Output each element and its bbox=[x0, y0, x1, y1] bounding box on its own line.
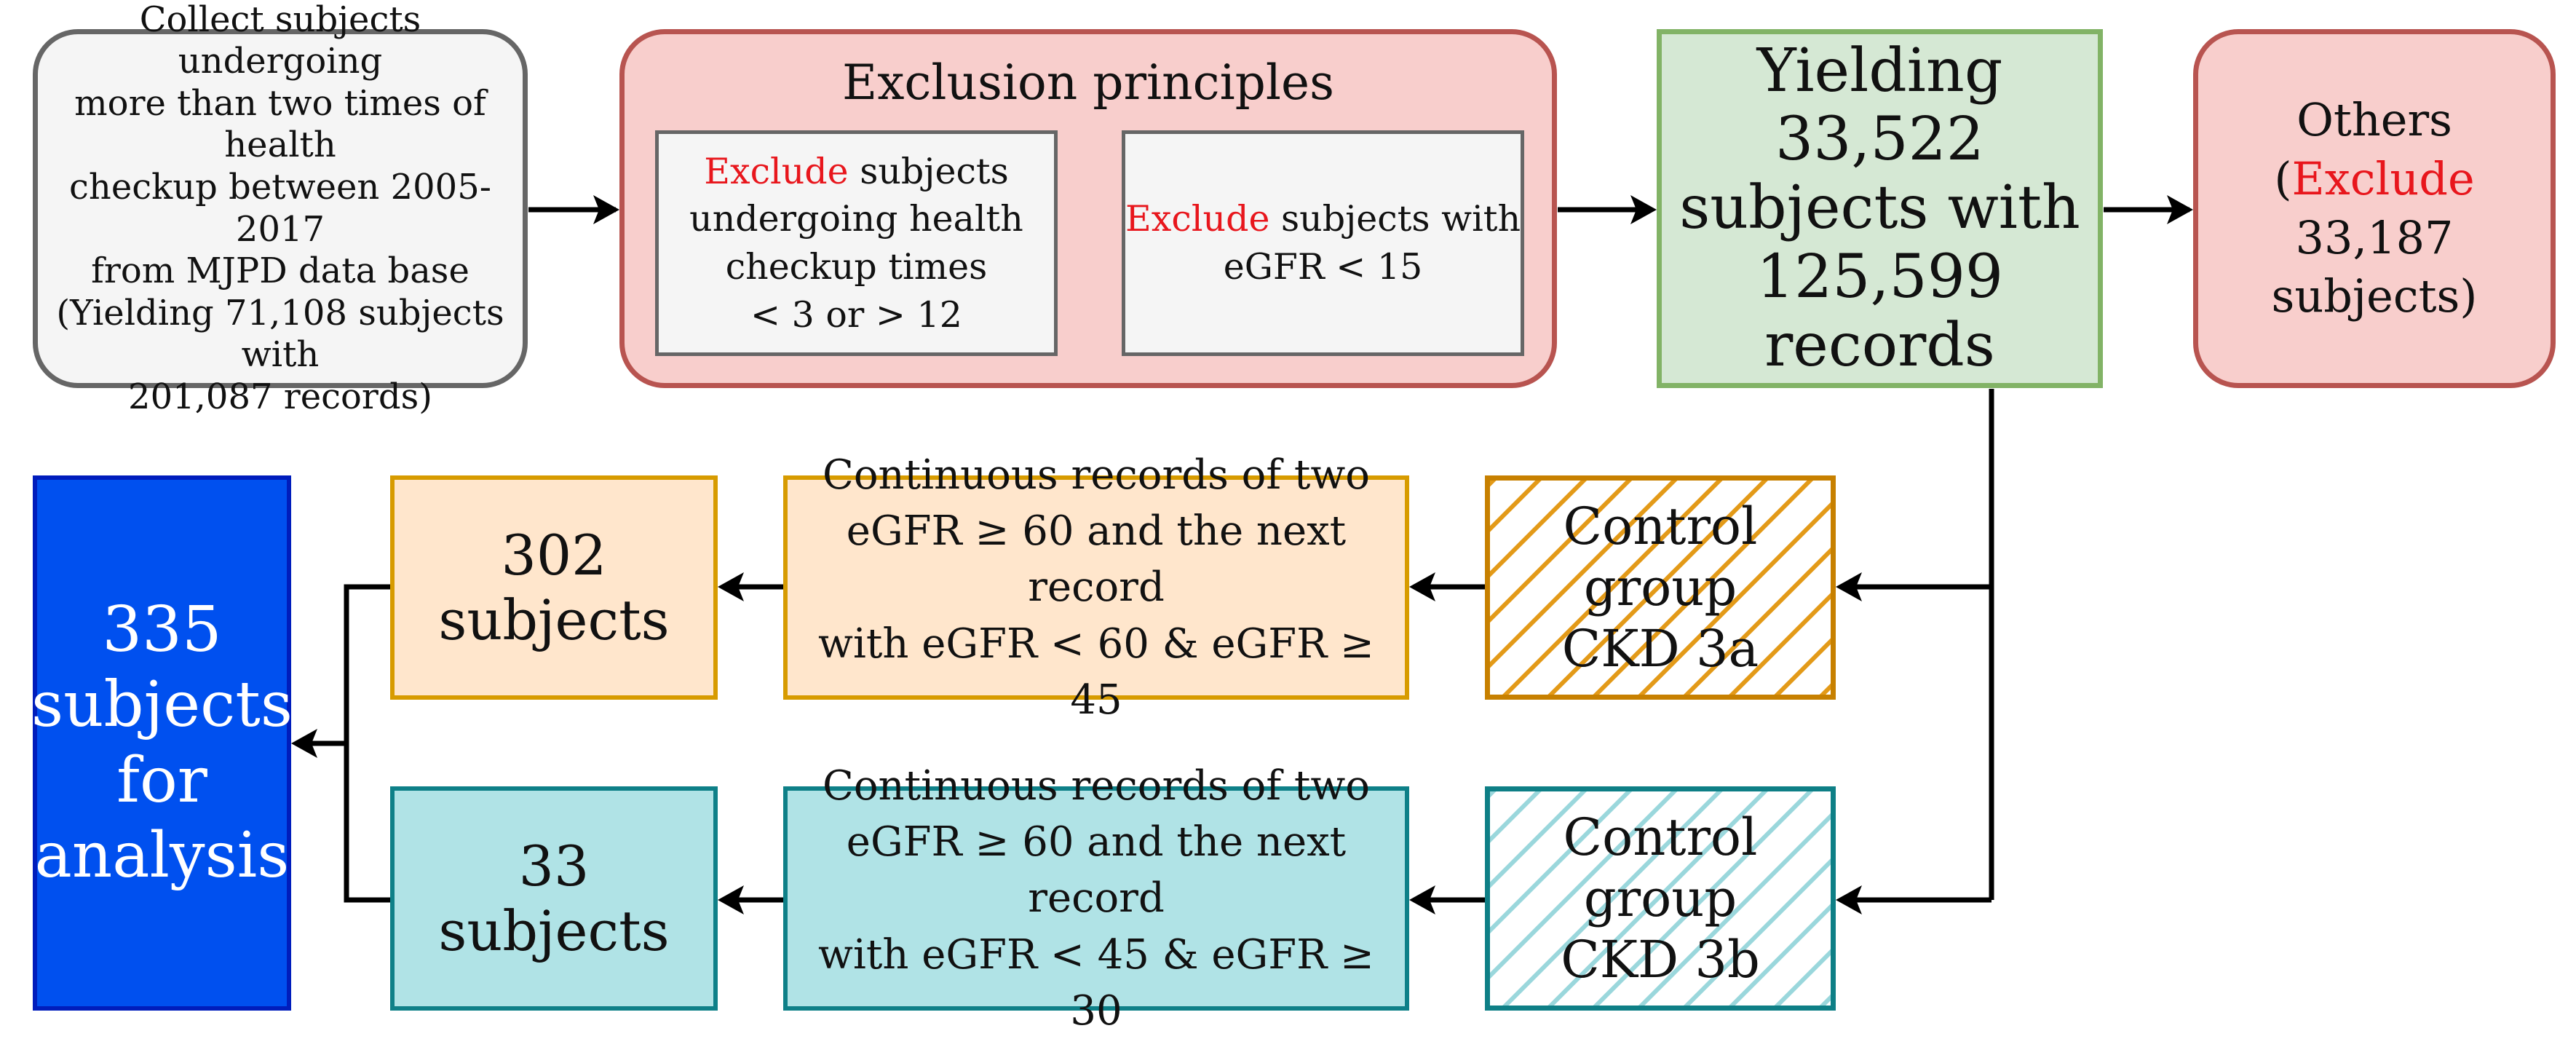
exclude-keyword: Exclude bbox=[704, 150, 849, 192]
total-subjects-box: 335 subjects for analysis bbox=[31, 475, 293, 1011]
connector-results-merge bbox=[344, 584, 390, 903]
arrowhead bbox=[1630, 195, 1657, 224]
result-ckd3a-text: 302 subjects bbox=[438, 523, 670, 652]
arrowhead bbox=[1836, 885, 1862, 914]
others-label: Others bbox=[2296, 93, 2452, 147]
hatch-pattern-ckd3b bbox=[1490, 791, 1831, 1006]
collect-subjects-box: Collect subjects undergoing more than tw… bbox=[33, 0, 528, 417]
exclusion-rule-2-text: subjects with eGFR < 15 bbox=[1223, 198, 1521, 288]
criteria-ckd3a-box: Continuous records of two eGFR ≥ 60 and … bbox=[783, 451, 1409, 724]
exclude-keyword: Exclude bbox=[1125, 198, 1270, 240]
criteria-ckd3b-box: Continuous records of two eGFR ≥ 60 and … bbox=[783, 762, 1409, 1035]
arrowhead bbox=[1409, 572, 1435, 601]
result-ckd3a-box: 302 subjects bbox=[390, 475, 718, 700]
arrowhead bbox=[718, 572, 744, 601]
criteria-ckd3b-text: Continuous records of two eGFR ≥ 60 and … bbox=[818, 762, 1374, 1035]
exclude-keyword: Exclude bbox=[2291, 151, 2475, 205]
others-open-paren: ( bbox=[2274, 151, 2292, 205]
arrowhead bbox=[593, 195, 619, 224]
exclusion-rule-checkup-times: Exclude subjects undergoing health check… bbox=[655, 130, 1058, 356]
arrowhead bbox=[1409, 885, 1435, 914]
control-group-ckd3a-box: Control group CKD 3a bbox=[1485, 475, 1836, 700]
total-subjects-text: 335 subjects for analysis bbox=[31, 593, 293, 892]
exclusion-rule-1-text: subjects undergoing health checkup times… bbox=[689, 150, 1023, 336]
collect-subjects-text: Collect subjects undergoing more than tw… bbox=[56, 0, 504, 417]
arrowhead bbox=[2167, 195, 2193, 224]
hatch-pattern-ckd3a bbox=[1490, 481, 1831, 695]
control-group-ckd3b-box: Control group CKD 3b bbox=[1485, 786, 1836, 1011]
result-ckd3b-text: 33 subjects bbox=[438, 834, 670, 963]
exclusion-principles-title: Exclusion principles bbox=[842, 55, 1334, 111]
yielding-subjects-text: Yielding 33,522 subjects with 125,599 re… bbox=[1679, 36, 2080, 380]
result-ckd3b-box: 33 subjects bbox=[390, 786, 718, 1011]
control-group-ckd3a-text: Control group CKD 3a bbox=[1561, 497, 1759, 679]
exclusion-rule-egfr: Exclude subjects with eGFR < 15 bbox=[1122, 130, 1524, 356]
arrowhead bbox=[718, 885, 744, 914]
others-excluded-text: 33,187 subjects) bbox=[2271, 210, 2478, 323]
criteria-ckd3a-text: Continuous records of two eGFR ≥ 60 and … bbox=[818, 451, 1374, 724]
others-excluded-box: Others (Exclude 33,187 subjects) bbox=[2193, 29, 2556, 388]
arrowhead bbox=[1836, 572, 1862, 601]
control-group-ckd3b-text: Control group CKD 3b bbox=[1561, 807, 1760, 989]
yielding-subjects-box: Yielding 33,522 subjects with 125,599 re… bbox=[1657, 29, 2103, 388]
arrowhead bbox=[291, 729, 317, 758]
